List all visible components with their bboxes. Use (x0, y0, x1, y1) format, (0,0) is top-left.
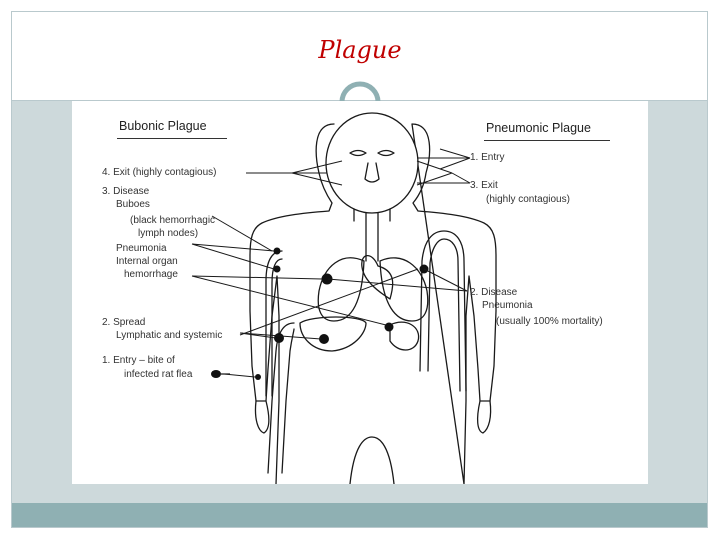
disease-markers (211, 247, 429, 380)
bubonic-heading: Bubonic Plague (119, 119, 207, 133)
right-hand (476, 400, 492, 434)
bubonic-internal-organ-label: Internal organ (116, 256, 178, 267)
pneumonic-disease-label: 2. Disease (470, 287, 518, 298)
band-divider (12, 100, 707, 101)
axillary-bubo-dot (273, 265, 281, 273)
pneumonic-entry-label: 1. Entry (470, 152, 505, 163)
bubonic-pneumonia-label: Pneumonia (116, 243, 167, 254)
pneumonic-mortality-label: (usually 100% mortality) (496, 316, 603, 327)
left-lung (317, 257, 365, 322)
pneumonic-heading-rule (484, 140, 610, 141)
bubonic-disease-label: 3. Disease (102, 186, 150, 197)
eyes (349, 149, 395, 157)
footer-bar (12, 503, 707, 527)
bubonic-buboes-label: Buboes (116, 199, 150, 210)
right-lung (379, 257, 429, 322)
left-lymph-vessel (267, 322, 295, 474)
flea-icon (211, 370, 221, 378)
pneumonic-heading: Pneumonic Plague (486, 121, 591, 135)
bubonic-spread-label: 2. Spread (102, 317, 146, 328)
stomach-dot (384, 322, 394, 332)
bubonic-entry-label: 1. Entry – bite of (102, 355, 175, 366)
stomach (389, 321, 420, 351)
head (325, 112, 419, 214)
bubonic-spread-detail: Lymphatic and systemic (116, 330, 223, 341)
leader-lines (191, 148, 471, 378)
neck (353, 208, 391, 222)
bubonic-entry-detail: infected rat flea (124, 369, 193, 380)
lung-dot (321, 273, 333, 285)
bubonic-heading-rule (117, 138, 227, 139)
liver (299, 316, 367, 352)
plague-body-diagram (191, 112, 497, 484)
heart (361, 254, 394, 300)
pneumonic-exit-detail: (highly contagious) (486, 194, 570, 205)
pneumonic-pneumonia-label: Pneumonia (482, 300, 533, 311)
entry-dot (255, 374, 261, 380)
title-arc-ornament (339, 81, 381, 103)
liver-dot (319, 334, 329, 344)
nose (364, 162, 380, 183)
slide-title: Plague (318, 36, 402, 64)
bubonic-buboes-detail-2: lymph nodes) (138, 228, 199, 239)
body-outline (249, 123, 497, 484)
pneumonic-exit-label: 3. Exit (470, 180, 498, 191)
bubonic-buboes-detail-1: (black hemorrhagic (130, 215, 216, 226)
bubonic-exit-label: 4. Exit (highly contagious) (102, 167, 217, 178)
right-arm-vessel (419, 230, 467, 392)
bubonic-hemorrhage-label: hemorrhage (124, 269, 178, 280)
neck-bubo-dot (273, 247, 281, 255)
trachea (365, 212, 379, 262)
left-hand (254, 400, 270, 434)
crotch (349, 436, 395, 484)
